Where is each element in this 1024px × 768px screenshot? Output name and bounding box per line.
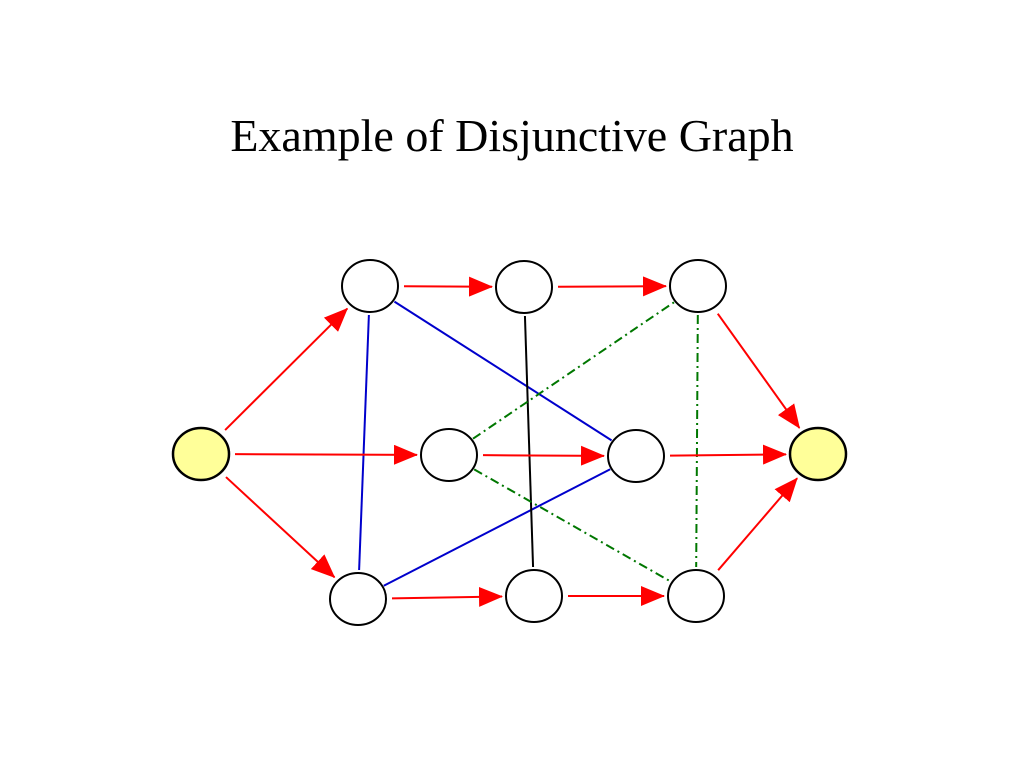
conjunctive-arc-op-1-2-op-1-3	[557, 276, 668, 297]
operation-node-op-1-2	[495, 260, 553, 314]
conjunctive-arc-op-2-2-sink	[669, 444, 788, 465]
disjunctive-edge-op-3-1-op-2-2	[383, 468, 611, 587]
disjunctive-edge-op-2-1-op-1-3	[472, 301, 675, 440]
conjunctive-arc-source-op-3-1	[225, 476, 336, 579]
operation-node-op-1-3	[669, 259, 727, 313]
operation-node-op-2-1	[420, 428, 478, 482]
operation-node-op-1-1	[341, 259, 399, 313]
terminal-node-sink	[788, 426, 848, 482]
operation-node-op-2-2	[607, 429, 665, 483]
slide-title: Example of Disjunctive Graph	[230, 110, 794, 161]
disjunctive-edge-op-1-3-op-3-3	[695, 314, 699, 568]
terminal-node-source	[171, 426, 231, 482]
nodes-layer	[171, 259, 848, 626]
operation-node-op-3-1	[329, 572, 387, 626]
conjunctive-arc-source-op-2-1	[234, 444, 419, 465]
operation-node-op-3-3	[667, 569, 725, 623]
disjunctive-edge-op-1-2-op-3-2	[523, 315, 535, 568]
disjunctive-edge-op-1-1-op-2-2	[393, 300, 613, 442]
disjunctive-edge-op-2-1-op-3-3	[473, 468, 672, 583]
conjunctive-arc-op-3-1-op-3-2	[391, 586, 504, 607]
conjunctive-arc-op-1-1-op-1-2	[403, 276, 494, 297]
disjunctive-edge-op-1-1-op-3-1	[358, 314, 370, 571]
conjunctive-arcs-layer	[224, 276, 801, 607]
conjunctive-arc-op-3-3-sink	[717, 477, 798, 571]
conjunctive-arc-op-2-1-op-2-2	[482, 445, 606, 466]
operation-node-op-3-2	[505, 569, 563, 623]
conjunctive-arc-op-1-3-sink	[716, 313, 801, 429]
conjunctive-arc-source-op-1-1	[224, 307, 349, 431]
disjunctive-edges-layer	[358, 300, 699, 587]
